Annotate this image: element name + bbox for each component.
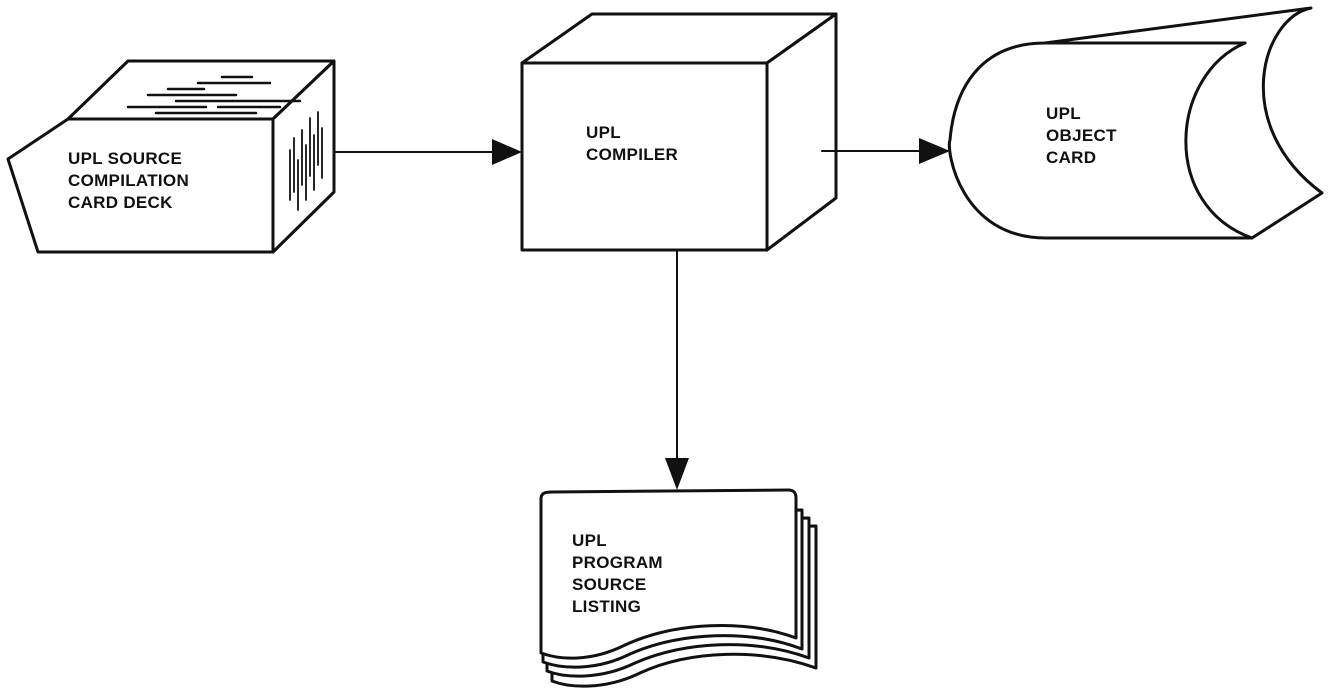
compiler-label-line-1: UPL [586, 122, 678, 144]
object-card-label: UPL OBJECT CARD [1046, 103, 1117, 169]
compiler-label-line-2: COMPILER [586, 144, 678, 166]
arrowhead-to-listing [665, 458, 689, 490]
source-deck-label: UPL SOURCE COMPILATION CARD DECK [68, 148, 189, 214]
compiler-box [522, 14, 836, 250]
listing-label-line-3: SOURCE [572, 574, 663, 596]
object-card-label-line-2: OBJECT [1046, 125, 1117, 147]
object-card [949, 8, 1322, 238]
arrowhead-to-compiler [492, 139, 522, 165]
listing-label-line-4: LISTING [572, 596, 663, 618]
object-card-label-line-3: CARD [1046, 147, 1117, 169]
source-deck-label-line-3: CARD DECK [68, 192, 189, 214]
listing-label-line-2: PROGRAM [572, 552, 663, 574]
source-deck-label-line-2: COMPILATION [68, 170, 189, 192]
listing-label-line-1: UPL [572, 530, 663, 552]
source-deck-label-line-1: UPL SOURCE [68, 148, 189, 170]
compiler-label: UPL COMPILER [586, 122, 678, 166]
object-card-label-line-1: UPL [1046, 103, 1117, 125]
listing-label: UPL PROGRAM SOURCE LISTING [572, 530, 663, 618]
arrowhead-to-object-card [919, 138, 950, 164]
